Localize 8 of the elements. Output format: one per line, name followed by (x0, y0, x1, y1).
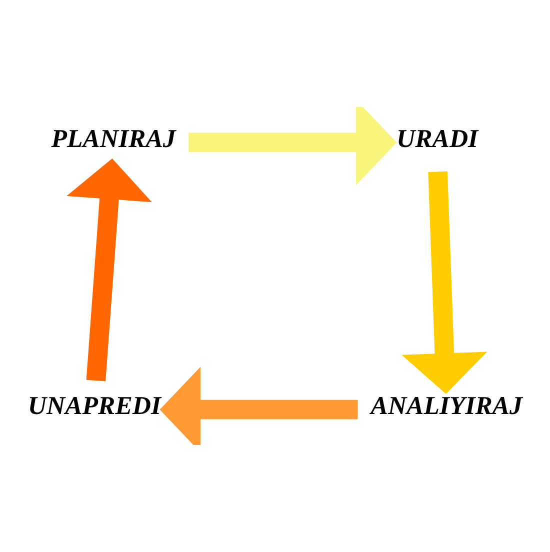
node-text: URADI (396, 124, 478, 153)
arrow (188, 107, 397, 186)
arrow (66, 158, 152, 382)
arrow (160, 366, 358, 445)
node-text: PLANIRAJ (51, 124, 176, 153)
node-text: UNAPREDI (28, 391, 162, 420)
arrow (402, 171, 488, 394)
node-text: ANALIYIRAJ (370, 391, 522, 420)
